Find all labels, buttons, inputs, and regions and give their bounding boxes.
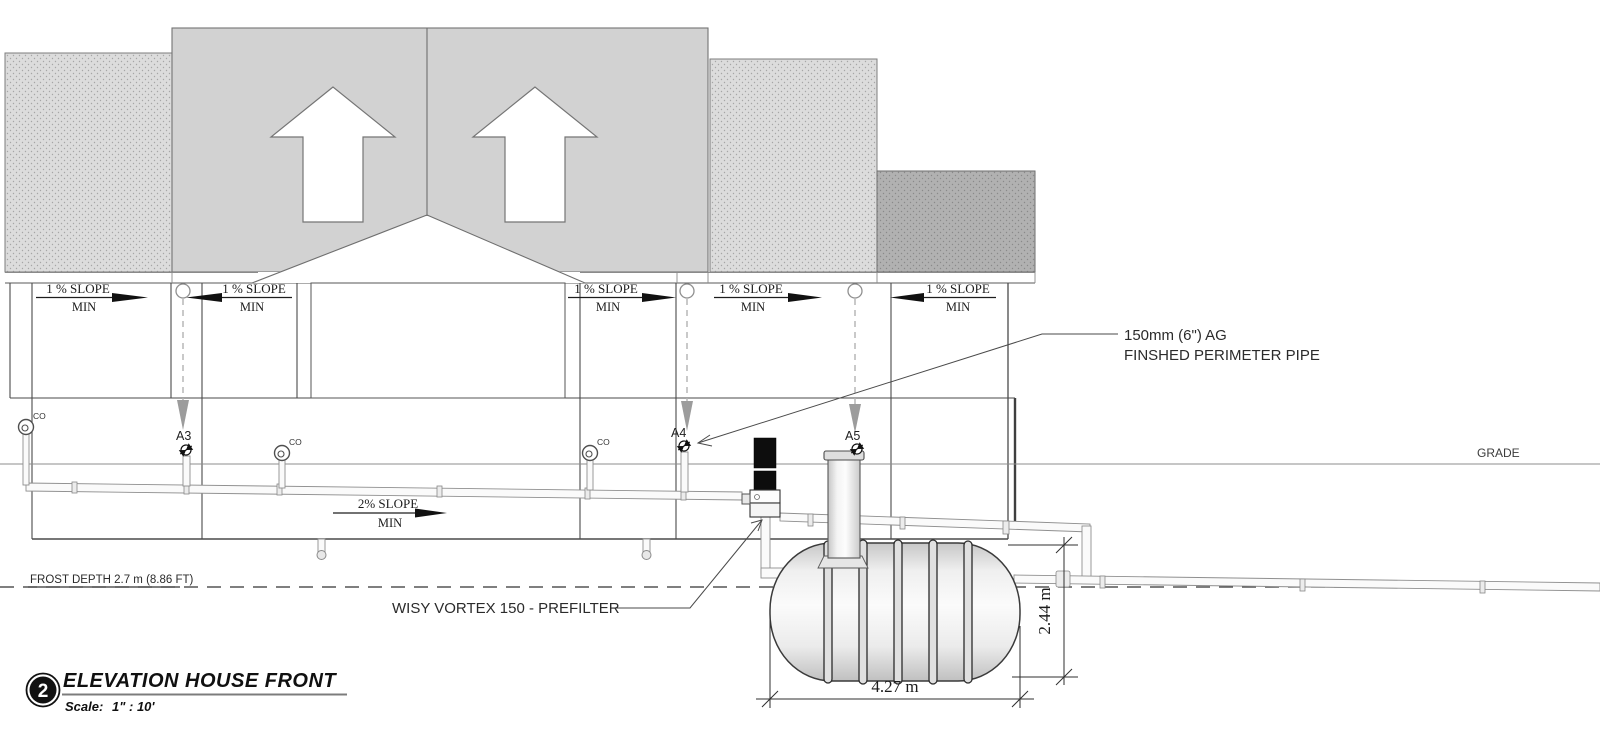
downspout	[679, 283, 695, 431]
flow-arrow-icon	[177, 400, 189, 430]
downspout	[175, 283, 191, 430]
gutter-outlet-icon	[175, 283, 191, 299]
valve-label: A4	[671, 426, 686, 440]
roof	[4, 27, 1036, 284]
tank-diameter-dim: 2.44 m	[1035, 587, 1054, 634]
roof-panel-left	[4, 52, 173, 273]
svg-text:1 % SLOPE: 1 % SLOPE	[719, 281, 783, 296]
downspouts	[175, 283, 863, 433]
prefilter-unit	[741, 437, 781, 518]
frost-depth-label: FROST DEPTH 2.7 m (8.86 FT)	[30, 574, 194, 586]
svg-text:MIN: MIN	[596, 300, 620, 314]
cleanout-label: CO	[33, 411, 46, 421]
drain-slope-label: 2% SLOPE MIN	[333, 496, 447, 530]
flow-arrow-icon	[681, 401, 693, 431]
dimensions: 2.44 m 4.27 m	[756, 536, 1078, 708]
cleanout-label: CO	[289, 437, 302, 447]
valve-label: A3	[176, 429, 191, 443]
flow-arrow-icon	[849, 404, 861, 433]
slope-label: 1 % SLOPE MIN	[568, 281, 676, 314]
gutter-slope-labels: 1 % SLOPE MIN 1 % SLOPE MIN 1 % SLOPE MI…	[36, 281, 996, 314]
slope-arrow-icon	[788, 293, 822, 302]
title-block: 2 ELEVATION HOUSE FRONT Scale: 1" : 10'	[25, 670, 347, 714]
cleanout: CO	[581, 437, 610, 491]
house-walls	[9, 282, 1017, 540]
slope-arrow-icon	[642, 293, 676, 302]
scale-value: 1" : 10'	[112, 699, 155, 714]
roof-arrow-up-icon	[269, 86, 397, 223]
valves: A3 A4 A5	[176, 426, 865, 457]
grade: GRADE	[0, 446, 1600, 465]
cleanout-icon	[17, 418, 35, 436]
slope-arrow-icon	[890, 293, 924, 302]
svg-text:MIN: MIN	[72, 300, 96, 314]
frost-depth: FROST DEPTH 2.7 m (8.86 FT)	[0, 574, 1600, 588]
perimeter-pipe-label-line1: 150mm (6") AG	[1124, 327, 1227, 344]
roof-panel-far-right	[876, 170, 1036, 273]
cleanout: CO	[17, 411, 46, 486]
gutter-outlet-icon	[847, 283, 863, 299]
gable-triangle	[252, 215, 585, 283]
slope-label: 1 % SLOPE MIN	[714, 281, 822, 314]
valve-icon	[676, 439, 692, 453]
slope-label: 1 % SLOPE MIN	[890, 281, 996, 314]
tank-ribs	[823, 539, 973, 685]
prefilter-label: WISY VORTEX 150 - PREFILTER	[392, 600, 620, 617]
annotations: 150mm (6") AG FINSHED PERIMETER PIPE WIS…	[392, 327, 1320, 617]
cistern-tank	[769, 450, 1021, 685]
drawing-title: ELEVATION HOUSE FRONT	[63, 670, 337, 692]
perimeter-pipe-annotation: 150mm (6") AG FINSHED PERIMETER PIPE	[696, 327, 1320, 447]
svg-text:1 % SLOPE: 1 % SLOPE	[926, 281, 990, 296]
downspout	[847, 283, 863, 433]
slope-label: 1 % SLOPE MIN	[36, 281, 148, 314]
cleanout-label: CO	[597, 437, 610, 447]
cleanout: CO	[273, 437, 302, 489]
scale-label: Scale:	[65, 699, 103, 714]
overflow-pipe	[779, 512, 1091, 533]
prefilter-annotation: WISY VORTEX 150 - PREFILTER	[392, 519, 763, 617]
dimension-tank-diameter: 2.44 m	[1008, 536, 1078, 686]
slope-label: 1 % SLOPE MIN	[186, 281, 292, 314]
perimeter-pipe-label-line2: FINSHED PERIMETER PIPE	[1124, 347, 1320, 364]
svg-text:MIN: MIN	[741, 300, 765, 314]
slope-arrow-icon	[112, 293, 148, 302]
svg-text:MIN: MIN	[946, 300, 970, 314]
pipe-stub	[316, 538, 327, 560]
roof-panel-right	[709, 58, 878, 273]
valve-icon	[849, 442, 865, 456]
svg-text:1 % SLOPE: 1 % SLOPE	[46, 281, 110, 296]
roof-arrow-up-icon	[471, 86, 599, 223]
pipe-stub	[641, 538, 652, 560]
svg-text:1 % SLOPE: 1 % SLOPE	[574, 281, 638, 296]
slope-arrow-icon	[186, 293, 222, 302]
cleanout-icon	[581, 444, 599, 462]
gutter-outlet-icon	[679, 283, 695, 299]
valve-icon	[178, 443, 194, 457]
drain-system: CO CO CO 2% SLOPE MIN	[17, 411, 743, 560]
svg-text:1 % SLOPE: 1 % SLOPE	[222, 281, 286, 296]
elbow-pipe	[1081, 525, 1092, 581]
svg-text:MIN: MIN	[378, 516, 402, 530]
tank-riser	[827, 455, 861, 559]
tank-length-dim: 4.27 m	[871, 677, 918, 696]
cleanout-icon	[273, 444, 291, 462]
dimension-tank-length: 4.27 m	[756, 620, 1034, 708]
detail-number: 2	[38, 681, 49, 702]
slope-arrow-icon	[415, 508, 447, 518]
svg-text:MIN: MIN	[240, 300, 264, 314]
svg-text:2% SLOPE: 2% SLOPE	[358, 496, 418, 511]
porch-opening	[310, 282, 566, 399]
grade-label: GRADE	[1477, 446, 1520, 460]
valve-label: A5	[845, 429, 860, 443]
